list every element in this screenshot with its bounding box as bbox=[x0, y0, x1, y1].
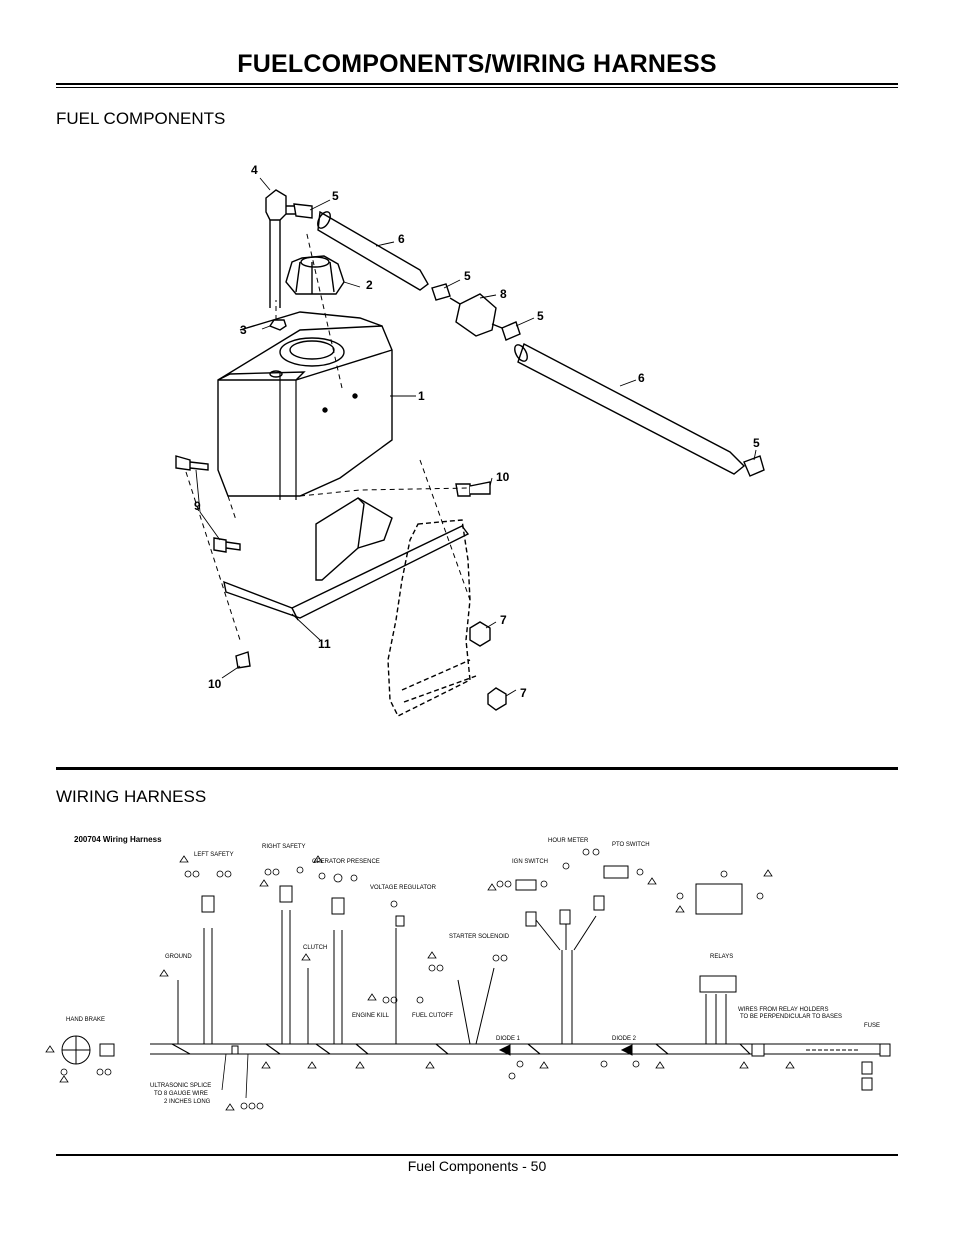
fuel-filter bbox=[455, 293, 497, 337]
label-relay-note-1: WIRES FROM RELAY HOLDERS bbox=[738, 1007, 828, 1013]
callout-8: 8 bbox=[500, 287, 507, 301]
label-pto-switch: PTO SWITCH bbox=[612, 842, 650, 848]
connector bbox=[879, 1043, 891, 1057]
callout-7: 7 bbox=[520, 686, 527, 700]
nut bbox=[487, 687, 507, 711]
tank-fitting bbox=[265, 189, 287, 221]
label-splice-line-3: 2 INCHES LONG bbox=[164, 1099, 211, 1105]
connector bbox=[593, 895, 605, 911]
callout-5: 5 bbox=[464, 269, 471, 283]
label-left-safety: LEFT SAFETY bbox=[194, 852, 234, 858]
callout-5: 5 bbox=[753, 436, 760, 450]
callout-6: 6 bbox=[638, 371, 645, 385]
callout-2: 2 bbox=[366, 278, 373, 292]
callout-9: 9 bbox=[194, 499, 201, 513]
label-diode-2: DIODE 2 bbox=[612, 1036, 637, 1042]
hose-clamp bbox=[501, 321, 521, 341]
nut bbox=[469, 621, 491, 647]
fuel-cap bbox=[285, 255, 345, 295]
bolt bbox=[213, 537, 227, 553]
fuel-components-heading: FUEL COMPONENTS bbox=[56, 109, 226, 128]
label-fuel-cutoff: FUEL CUTOFF bbox=[412, 1013, 453, 1019]
label-splice-line-2: TO 8 GAUGE WIRE bbox=[154, 1091, 208, 1097]
label-ign-switch: IGN SWITCH bbox=[512, 859, 548, 865]
connector bbox=[331, 897, 345, 915]
label-splice-line-1: ULTRASONIC SPLICE bbox=[150, 1083, 211, 1089]
connector bbox=[515, 879, 537, 891]
label-operator-presence: OPERATOR PRESENCE bbox=[312, 859, 380, 865]
callout-11: 11 bbox=[318, 637, 331, 651]
callout-10: 10 bbox=[496, 470, 510, 484]
label-starter-solenoid: STARTER SOLENOID bbox=[449, 934, 510, 940]
connector bbox=[231, 1045, 239, 1055]
wiring-harness-heading: WIRING HARNESS bbox=[56, 787, 207, 806]
bushing bbox=[268, 319, 287, 331]
callout-7: 7 bbox=[500, 613, 507, 627]
callout-1: 1 bbox=[418, 389, 425, 403]
callout-6: 6 bbox=[398, 232, 405, 246]
fuel-tank bbox=[217, 325, 393, 497]
callout-4: 4 bbox=[251, 163, 258, 177]
connector bbox=[395, 915, 405, 927]
connector bbox=[699, 975, 737, 993]
connector bbox=[603, 865, 629, 879]
callout-10: 10 bbox=[208, 677, 222, 691]
connector bbox=[201, 895, 215, 913]
section-divider bbox=[56, 767, 898, 770]
page-title: FUELCOMPONENTS/WIRING HARNESS bbox=[237, 50, 717, 78]
hose-clamp bbox=[293, 203, 313, 219]
bolt bbox=[455, 483, 471, 497]
hose-clamp bbox=[431, 283, 451, 301]
bolt bbox=[175, 455, 191, 471]
mount-plate bbox=[387, 519, 471, 717]
main-trunk bbox=[150, 1043, 890, 1055]
connector bbox=[525, 911, 537, 927]
label-relay-note-2: TO BE PERPENDICULAR TO BASES bbox=[740, 1014, 842, 1020]
connector bbox=[99, 1043, 115, 1057]
callout-5: 5 bbox=[537, 309, 544, 323]
page-footer: Fuel Components - 50 bbox=[407, 1158, 547, 1174]
label-hand-brake: HAND BRAKE bbox=[66, 1017, 105, 1023]
callout-3: 3 bbox=[240, 323, 247, 337]
label-diode-1: DIODE 1 bbox=[496, 1036, 521, 1042]
label-ground: GROUND bbox=[165, 954, 192, 960]
footer-rule bbox=[56, 1154, 898, 1156]
label-hour-meter: HOUR METER bbox=[548, 838, 589, 844]
label-right-safety: RIGHT SAFETY bbox=[262, 844, 306, 850]
label-engine-kill: ENGINE KILL bbox=[352, 1013, 390, 1019]
bolt bbox=[235, 651, 251, 669]
label-relays: RELAYS bbox=[710, 954, 733, 960]
label-voltage-regulator: VOLTAGE REGULATOR bbox=[370, 885, 437, 891]
connector bbox=[751, 1043, 765, 1057]
connector bbox=[279, 885, 293, 903]
harness-title: 200704 Wiring Harness bbox=[74, 835, 162, 844]
connector bbox=[695, 883, 743, 915]
label-clutch: CLUTCH bbox=[303, 945, 327, 951]
title-rule bbox=[56, 83, 898, 88]
label-fuse: FUSE bbox=[864, 1023, 880, 1029]
callout-5: 5 bbox=[332, 189, 339, 203]
connector bbox=[559, 909, 571, 925]
